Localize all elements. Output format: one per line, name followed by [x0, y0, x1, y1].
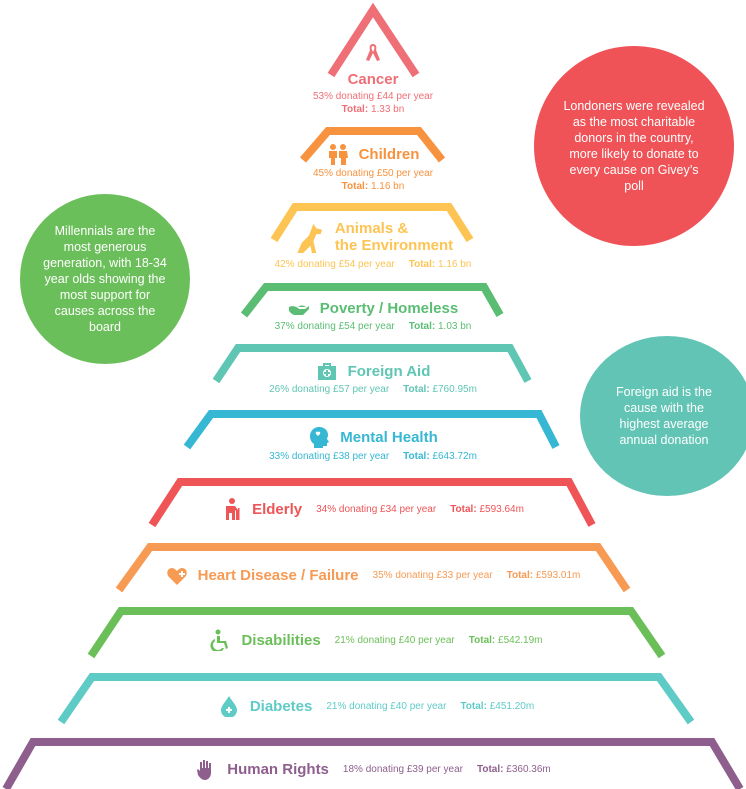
- tier-1-row: Children: [123, 143, 623, 165]
- tier-total: Total: 1.03 bn: [408, 321, 472, 332]
- tier-frame-9: [57, 673, 695, 725]
- tier-8-row: Disabilities 21% donating £40 per year Tot…: [126, 629, 626, 651]
- tier-3-row: 37% donating £54 per year Total: 1.03 bn: [123, 321, 623, 332]
- tier-stats: 18% donating £39 per year: [342, 763, 463, 775]
- blood-drop-icon: [220, 696, 237, 717]
- tier-frame-4: [212, 344, 532, 384]
- tier-5-row: Mental Health: [123, 426, 623, 448]
- tier-total: Total: £360.36m: [477, 763, 551, 775]
- tier-stats: 26% donating £57 per year: [269, 384, 390, 395]
- tier-stats: 37% donating £54 per year: [274, 321, 395, 332]
- tier-name: Animals &: [334, 220, 409, 237]
- hand-icon: [288, 305, 309, 315]
- dog-icon: [297, 223, 322, 253]
- callout-text: Foreign aid is the cause with the highes…: [616, 385, 712, 447]
- tier-stats: 34% donating £34 per year: [316, 503, 437, 515]
- tier-name: Children: [358, 145, 420, 163]
- tier-stats: 42% donating £54 per year: [274, 259, 395, 270]
- callout-text: Londoners were revealed as the most char…: [563, 99, 705, 193]
- tier-1-row: Total: 1.16 bn: [123, 181, 623, 192]
- tier-name: Heart Disease / Failure: [197, 566, 359, 584]
- tier-stats: 35% donating £33 per year: [372, 569, 493, 581]
- tier-frame-8: [87, 607, 666, 659]
- tier-7-row: Heart Disease / Failure 35% donating £33 …: [123, 564, 623, 586]
- tier-name: Foreign Aid: [347, 362, 431, 380]
- tier-total: Total: 1.16 bn: [408, 259, 472, 270]
- tier-frame-1: [299, 127, 446, 163]
- tier-frame-10: [2, 738, 744, 789]
- tier-name: Poverty / Homeless: [319, 299, 459, 317]
- tier-stats: 21% donating £40 per year: [334, 634, 455, 646]
- ribbon-icon: [366, 44, 380, 61]
- head-heart-icon: [310, 427, 330, 448]
- tier-4-row: Foreign Aid: [123, 360, 623, 382]
- tier-3-row: Poverty / Homeless: [123, 297, 623, 319]
- tier-frame-2: [270, 203, 474, 243]
- tier-total: Total: 1.16 bn: [341, 181, 405, 192]
- tier-total: Total: £451.20m: [460, 700, 535, 712]
- tier-total: Total: £760.95m: [403, 384, 477, 395]
- tier-total: Total: £593.64m: [450, 503, 524, 515]
- tier-total: Total: 1.33 bn: [341, 104, 405, 115]
- tier-name: Mental Health: [340, 428, 438, 446]
- first-aid-kit-icon: [317, 363, 336, 380]
- tier-0-row: Total: 1.33 bn: [123, 104, 623, 115]
- wheelchair-icon: [210, 629, 229, 651]
- tier-6-row: Elderly 34% donating £34 per year Total: £…: [122, 498, 622, 520]
- callout-foreign-aid: Foreign aid is the cause with the highes…: [580, 336, 746, 496]
- tier-name: Cancer: [347, 71, 399, 88]
- tier-name: Human Rights: [227, 760, 329, 778]
- tier-stats: 21% donating £40 per year: [326, 700, 447, 712]
- tier-frame-0: [327, 2, 420, 78]
- tier-frame-7: [115, 543, 631, 593]
- tier-name: Elderly: [252, 500, 303, 518]
- callout-londoners: Londoners were revealed as the most char…: [534, 46, 734, 246]
- tier-frame-6: [148, 478, 596, 528]
- tier-2-row: Animals &the Environment: [123, 220, 623, 254]
- tier-4-row: 26% donating £57 per year Total: £760.95m: [123, 384, 623, 395]
- tier-frame-3: [240, 283, 504, 318]
- tier-2-row: 42% donating £54 per year Total: 1.16 bn: [123, 259, 623, 270]
- tier-total: Total: £593.01m: [506, 569, 581, 581]
- tier-name: Disabilities: [241, 631, 321, 649]
- raised-hand-icon: [197, 760, 212, 780]
- tier-total: Total: £542.19m: [468, 634, 543, 646]
- tier-1-row: 45% donating £50 per year: [123, 168, 623, 179]
- children-icon: [328, 144, 348, 165]
- tier-total: Total: £643.72m: [403, 451, 477, 462]
- tier-0-row: 53% donating £44 per year: [123, 91, 623, 102]
- tier-frame-5: [183, 410, 560, 450]
- tier-name: Diabetes: [249, 697, 313, 715]
- tier-9-row: Diabetes 21% donating £40 per year Total: …: [126, 695, 626, 717]
- tier-stats: 45% donating £50 per year: [312, 168, 434, 179]
- elderly-person-icon: [226, 498, 240, 520]
- heart-plus-icon: [166, 568, 187, 585]
- tier-10-row: Human Rights 18% donating £39 per year Tot…: [123, 758, 623, 780]
- tier-stats: 33% donating £38 per year: [269, 451, 390, 462]
- tier-name-line2: the Environment: [334, 237, 454, 254]
- tier-5-row: 33% donating £38 per year Total: £643.72m: [123, 451, 623, 462]
- tier-0-row: Cancer: [123, 71, 623, 88]
- callout-text: Millennials are the most generous genera…: [43, 224, 167, 334]
- callout-millennials: Millennials are the most generous genera…: [20, 194, 190, 364]
- tier-stats: 53% donating £44 per year: [312, 91, 434, 102]
